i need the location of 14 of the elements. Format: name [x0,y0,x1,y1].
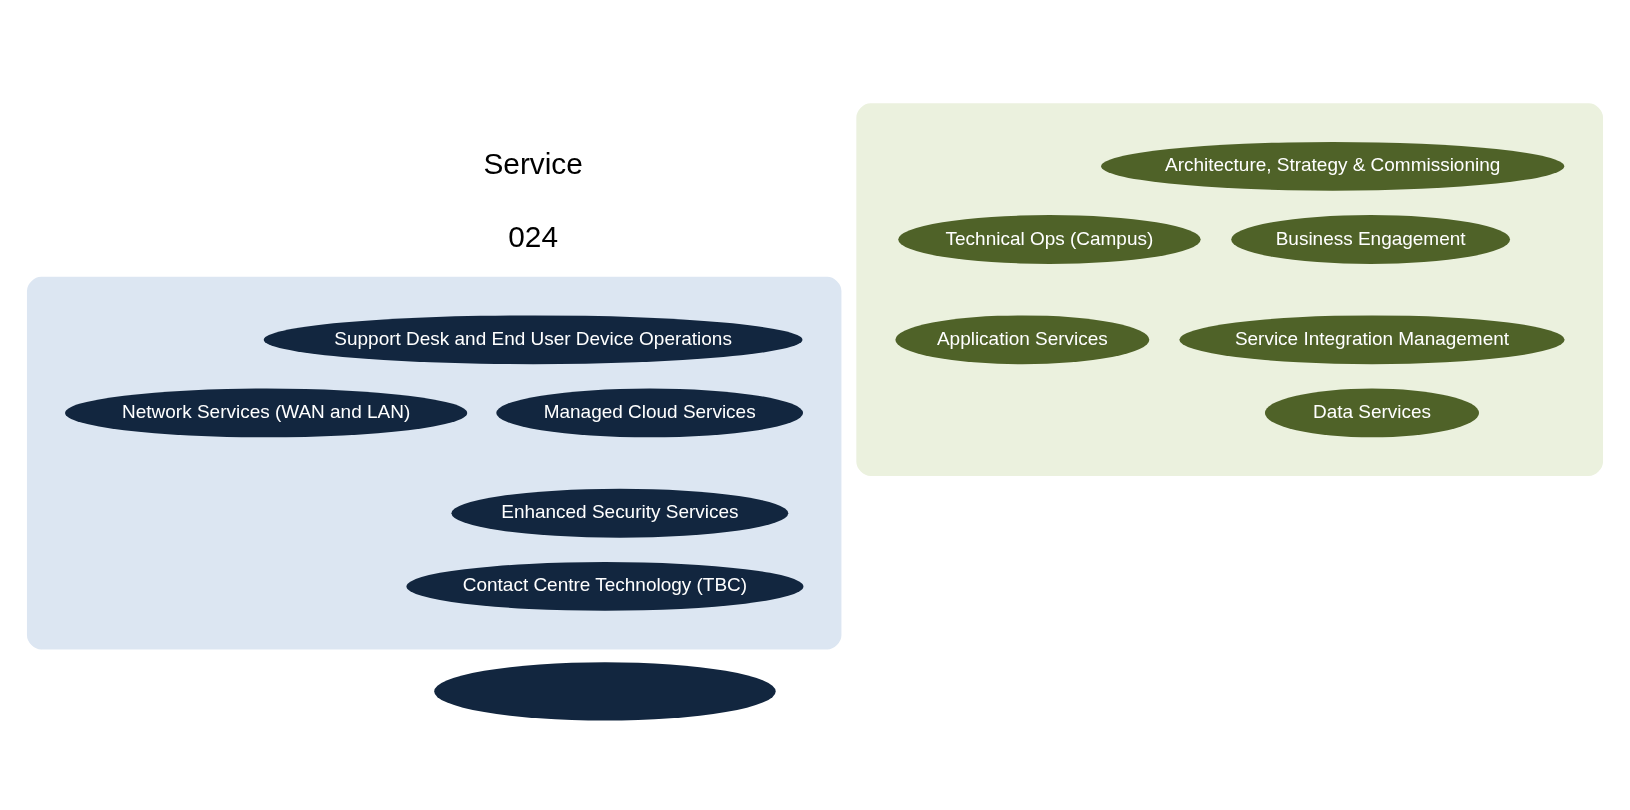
node-ellipse: Application Services [895,314,1150,364]
node-ellipse: Contact Centre Technology (TBC) [406,561,804,611]
node-ellipse: Architecture, Strategy & Commissioning [1101,141,1565,191]
node-ellipse: Enhanced Security Services [451,488,789,538]
node-ellipse: Business Engagement [1231,214,1511,264]
node-ellipse: Data Services [1264,388,1480,437]
label: 024 [508,219,558,253]
node-ellipse [434,661,776,721]
node-ellipse: Service Integration Management [1179,314,1565,364]
node-ellipse: Managed Cloud Services [496,388,804,437]
node-ellipse: Network Services (WAN and LAN) [65,388,468,437]
node-ellipse: Technical Ops (Campus) [898,214,1201,264]
node-ellipse: Support Desk and End User Device Operations [263,314,803,364]
label: Service [483,146,583,180]
